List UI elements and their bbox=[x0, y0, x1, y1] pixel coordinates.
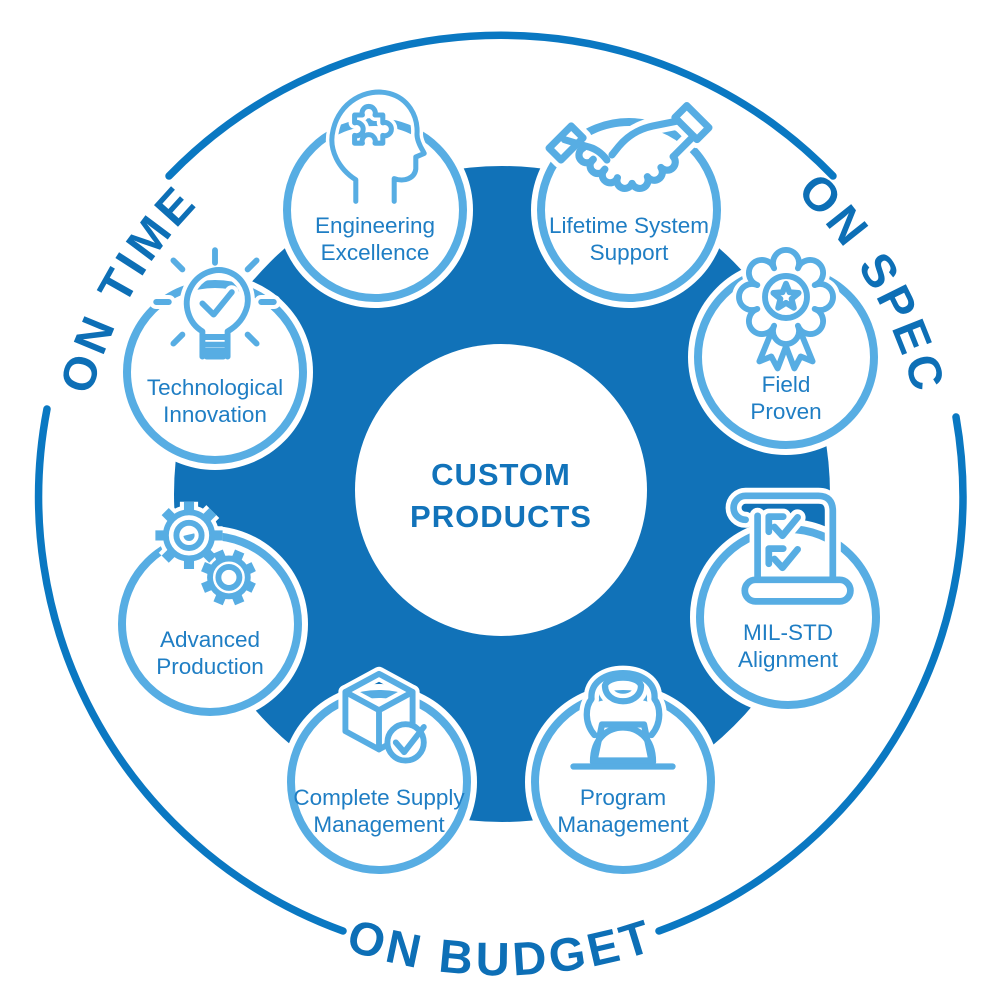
node-label-line2: Production bbox=[156, 654, 264, 679]
node-label-line1: Lifetime System bbox=[549, 213, 709, 238]
node-label-line2: Proven bbox=[750, 399, 821, 424]
outer-ring-arc-right bbox=[655, 413, 967, 935]
node-label-line2: Excellence bbox=[321, 240, 430, 265]
ring-label-on-budget: ON BUDGET bbox=[342, 908, 660, 985]
node-label-line1: Program bbox=[580, 785, 666, 810]
hub-circle bbox=[355, 344, 647, 636]
node-label-line2: Innovation bbox=[163, 402, 267, 427]
node-label-line1: Complete Supply bbox=[293, 785, 465, 810]
center-title-line1: CUSTOM bbox=[431, 457, 571, 492]
node-label-line1: Field bbox=[762, 372, 811, 397]
node-label-line2: Management bbox=[313, 812, 445, 837]
node-label-line1: Engineering bbox=[315, 213, 435, 238]
node-lifetime-system-support: Lifetime System Support bbox=[531, 106, 727, 308]
node-label-line2: Alignment bbox=[738, 647, 839, 672]
node-complete-supply-management: Complete Supply Management bbox=[281, 674, 477, 880]
node-program-management: Program Management bbox=[525, 673, 721, 880]
node-label-line1: Technological bbox=[147, 375, 283, 400]
node-mil-std-alignment: MIL-STD Alignment bbox=[690, 496, 886, 715]
center-title-line2: PRODUCTS bbox=[410, 499, 592, 534]
node-label-line2: Support bbox=[590, 240, 670, 265]
node-circle bbox=[123, 280, 307, 464]
node-label-line1: MIL-STD bbox=[743, 620, 833, 645]
outer-ring-arc-top bbox=[165, 31, 837, 180]
node-field-proven: Field Proven bbox=[688, 250, 884, 455]
node-engineering-excellence: Engineering Excellence bbox=[277, 92, 473, 308]
node-label-line1: Advanced bbox=[160, 627, 260, 652]
node-technological-innovation: Technological Innovation bbox=[117, 250, 313, 470]
outer-ring-arc-left bbox=[34, 405, 347, 935]
node-label-line2: Management bbox=[557, 812, 689, 837]
node-advanced-production: Advanced Production bbox=[112, 502, 308, 722]
outer-ring bbox=[34, 31, 967, 935]
